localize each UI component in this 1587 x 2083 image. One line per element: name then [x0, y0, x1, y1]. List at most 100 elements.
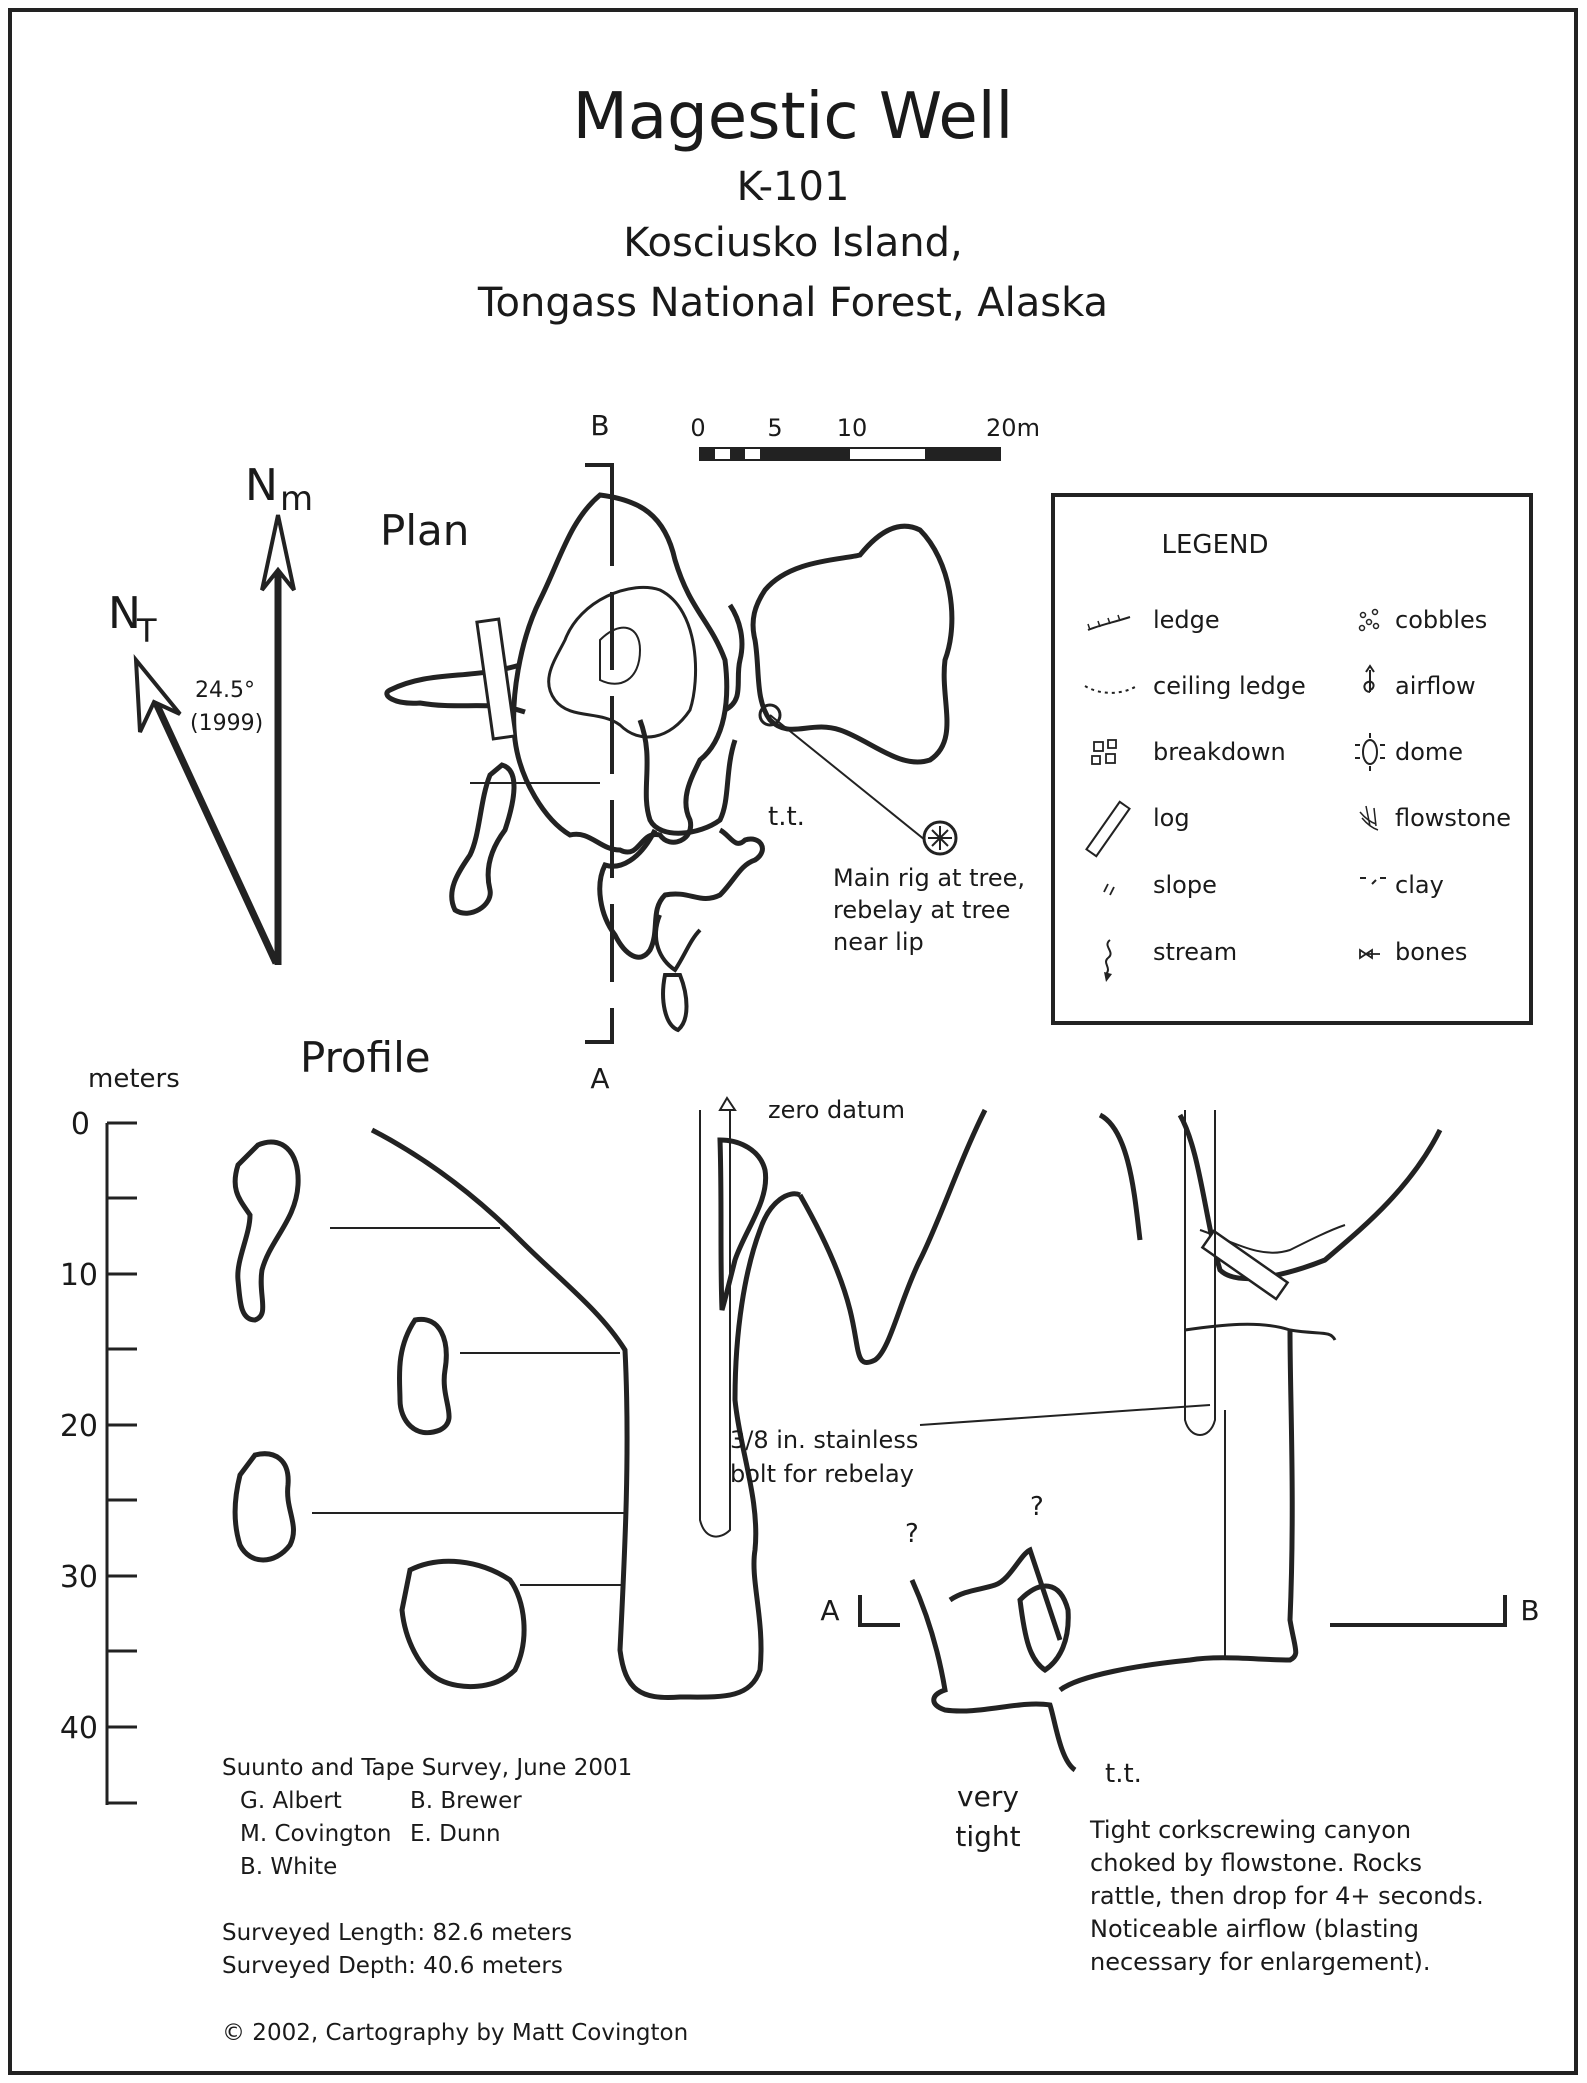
credit: © 2002, Cartography by Matt Covington — [222, 2020, 688, 2046]
legend-label-ledge: ledge — [1153, 606, 1220, 634]
title-block: Magestic Well K-101 Kosciusko Island, To… — [477, 80, 1108, 326]
profile-main-shaft — [370, 1127, 802, 1700]
profile-east-rope — [1184, 1110, 1216, 1436]
profile-lower-canyon — [909, 1578, 1077, 1773]
plan-rig-note-3: near lip — [833, 928, 924, 956]
survey-info: Suunto and Tape Survey, June 2001 G. Alb… — [222, 1755, 688, 2046]
profile-pocket-2 — [396, 1316, 452, 1436]
surveyed-depth: Surveyed Depth: 40.6 meters — [222, 1953, 563, 1979]
true-north-line — [146, 688, 280, 965]
profile-rope — [699, 1110, 731, 1538]
plan-rig-note-1: Main rig at tree, — [833, 864, 1025, 892]
slope-icon — [1103, 883, 1115, 896]
bones-icon — [1359, 948, 1380, 960]
legend-label-cobbles: cobbles — [1395, 606, 1487, 634]
plan-label: Plan — [380, 506, 469, 555]
airflow-icon — [1363, 670, 1375, 693]
surveyor-dunn: E. Dunn — [410, 1821, 501, 1847]
plan-rig-point — [758, 703, 782, 727]
legend-box: LEGEND ledge ceiling ledge breakdown log… — [1051, 493, 1533, 1025]
true-north-arrowhead — [133, 653, 182, 733]
plan-section-a: A — [590, 1062, 609, 1095]
profile-view: Profile meters 0 10 20 30 40 zero datum — [60, 1033, 1540, 1976]
plan-tree-icon — [922, 820, 958, 856]
depth-axis-unit: meters — [88, 1064, 180, 1094]
legend-label-breakdown: breakdown — [1153, 738, 1286, 766]
profile-pocket-3 — [232, 1451, 296, 1563]
very-tight-2: tight — [955, 1820, 1020, 1853]
true-north-label: N — [108, 588, 141, 639]
bolt-note-2: bolt for rebelay — [730, 1460, 914, 1488]
dome-icon — [1355, 733, 1385, 771]
profile-pocket-4 — [399, 1558, 527, 1690]
cave-name: Magestic Well — [573, 80, 1014, 154]
plan-west-passage — [449, 762, 517, 916]
legend-label-log: log — [1153, 804, 1190, 832]
plan-view: Plan B A t.t. Main rig at tree, rebelay … — [380, 409, 1025, 1095]
legend-label-airflow: airflow — [1395, 672, 1476, 700]
legend-label-ceiling-ledge: ceiling ledge — [1153, 672, 1306, 700]
plan-main-chamber — [511, 492, 730, 855]
profile-chasm — [797, 1108, 988, 1365]
breakdown-icon — [1091, 739, 1117, 765]
legend-label-slope: slope — [1153, 871, 1217, 899]
depth-tick-30: 30 — [60, 1560, 98, 1595]
cave-forest: Tongass National Forest, Alaska — [477, 280, 1108, 326]
canyon-note-4: Noticeable airflow (blasting — [1090, 1915, 1419, 1943]
page-border — [8, 8, 1578, 2075]
canyon-note-5: necessary for enlargement). — [1090, 1948, 1431, 1976]
surveyor-covington: M. Covington — [240, 1821, 391, 1847]
true-north-sub: T — [136, 612, 157, 650]
stream-icon — [1105, 939, 1112, 975]
scale-label-5: 5 — [767, 414, 782, 442]
profile-question-left: ? — [905, 1519, 919, 1549]
very-tight-1: very — [957, 1780, 1019, 1813]
surveyed-length: Surveyed Length: 82.6 meters — [222, 1920, 572, 1946]
magnetic-north-arrowhead — [260, 514, 296, 592]
profile-label: Profile — [300, 1033, 431, 1082]
depth-tick-20: 20 — [60, 1409, 98, 1444]
declination-year: (1999) — [190, 711, 263, 736]
plan-tt-label: t.t. — [768, 802, 805, 832]
magnetic-north-label: N — [245, 460, 278, 511]
profile-pocket-1 — [232, 1139, 301, 1323]
legend-label-stream: stream — [1153, 938, 1237, 966]
surveyor-white: B. White — [240, 1854, 337, 1880]
surveyor-albert: G. Albert — [240, 1788, 342, 1814]
legend-label-clay: clay — [1395, 871, 1444, 899]
depth-axis: meters 0 10 20 30 40 — [60, 1064, 180, 1805]
profile-section-a: A — [820, 1594, 839, 1627]
surveyor-brewer: B. Brewer — [410, 1788, 522, 1814]
scale-label-20m: 20m — [986, 414, 1040, 442]
plan-left-passage — [384, 662, 526, 715]
depth-tick-10: 10 — [60, 1258, 98, 1293]
bolt-note-1: 3/8 in. stainless — [730, 1426, 918, 1454]
plan-log-icon — [475, 617, 517, 741]
plan-south-passage — [597, 719, 765, 960]
cave-island: Kosciusko Island, — [623, 220, 963, 266]
survey-method: Suunto and Tape Survey, June 2001 — [222, 1755, 632, 1781]
canyon-note-3: rattle, then drop for 4+ seconds. — [1090, 1882, 1484, 1910]
declination-value: 24.5° — [195, 678, 255, 703]
plan-section-b: B — [590, 409, 609, 442]
profile-tt-label: t.t. — [1105, 1759, 1142, 1789]
profile-log-icon — [1200, 1229, 1290, 1301]
scale-bar: 0 5 10 20m — [690, 414, 1040, 461]
depth-tick-0: 0 — [71, 1107, 90, 1142]
plan-inner-ledge — [547, 585, 698, 739]
legend-label-dome: dome — [1395, 738, 1463, 766]
ledge-icon — [1087, 616, 1131, 631]
plan-rope-line — [769, 714, 926, 841]
log-icon — [1085, 800, 1131, 858]
legend-label-flowstone: flowstone — [1395, 804, 1511, 832]
canyon-note-2: choked by flowstone. Rocks — [1090, 1849, 1422, 1877]
flowstone-icon — [1359, 805, 1379, 831]
cobbles-icon — [1358, 608, 1380, 632]
north-arrow: N m N T 24.5° (1999) — [108, 460, 313, 965]
zero-datum-label: zero datum — [768, 1096, 905, 1124]
scale-label-10: 10 — [837, 414, 868, 442]
plan-east-chamber — [750, 523, 955, 765]
profile-east-shaft — [1058, 1329, 1299, 1693]
